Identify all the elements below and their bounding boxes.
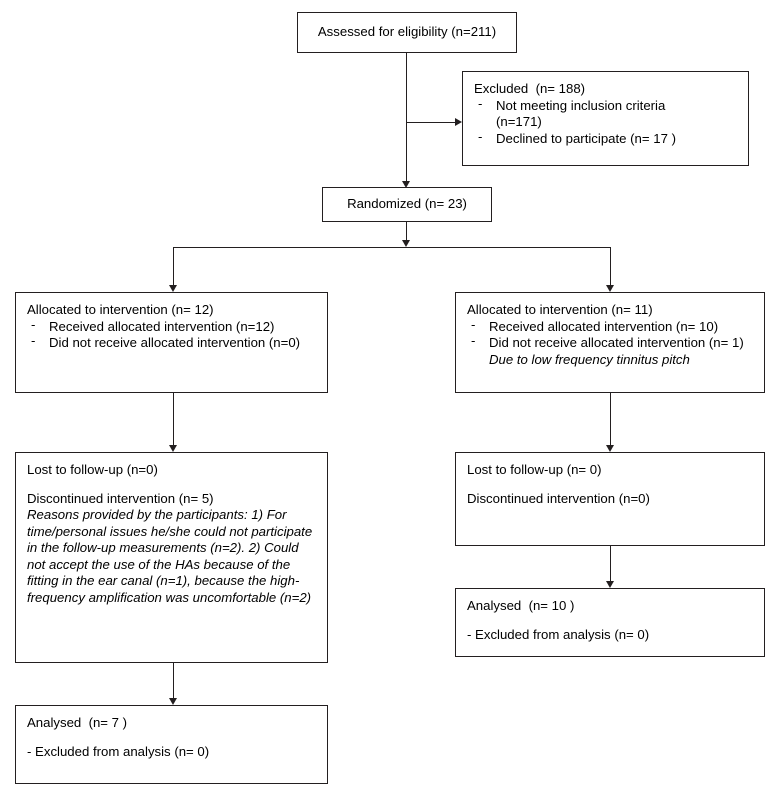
bullet-dash-icon: - — [478, 128, 483, 144]
analysed-right-spacer — [467, 615, 753, 627]
connector-to-excluded — [407, 122, 456, 123]
analysed-left-title: Analysed (n= 7 ) — [27, 715, 128, 730]
arrowhead-to-excluded — [455, 118, 462, 126]
arrowhead-right-followup — [606, 445, 614, 452]
bullet-dash-icon: - — [471, 333, 476, 348]
node-followup-left: Lost to follow-up (n=0) Discontinued int… — [15, 452, 328, 663]
connector-left-followup-to-analysed — [173, 663, 174, 702]
node-analysed-right: Analysed (n= 10 ) - Excluded from analys… — [455, 588, 765, 657]
node-assessed-for-eligibility: Assessed for eligibility (n=211) — [297, 12, 517, 53]
node-randomized: Randomized (n= 23) — [322, 187, 492, 222]
excluded-title: Excluded (n= 188) — [474, 81, 586, 96]
connector-right-followup-to-analysed — [610, 546, 611, 585]
node-allocation-right: Allocated to intervention (n= 11) - Rece… — [455, 292, 765, 393]
excluded-list: - Not meeting inclusion criteria (n=171)… — [474, 95, 737, 148]
followup-right-spacer — [467, 479, 753, 491]
list-item: - Received allocated intervention (n= 10… — [467, 316, 753, 336]
bullet-dash-icon: - — [478, 95, 483, 111]
node-allocation-left: Allocated to intervention (n= 12) - Rece… — [15, 292, 328, 393]
allocation-right-item-2-note: Due to low frequency tinnitus pitch — [489, 351, 690, 367]
excluded-item-2: Declined to participate (n= 17 ) — [496, 130, 676, 146]
node-followup-right: Lost to follow-up (n= 0) Discontinued in… — [455, 452, 765, 546]
assessed-title: Assessed for eligibility (n=211) — [317, 24, 497, 40]
arrowhead-right-allocation — [606, 285, 614, 292]
connector-allocation-split-bar — [173, 247, 611, 248]
allocation-right-list: - Received allocated intervention (n= 10… — [467, 316, 753, 369]
list-item: - Not meeting inclusion criteria (n=171) — [474, 95, 737, 131]
allocation-left-list: - Received allocated intervention (n=12)… — [27, 316, 316, 352]
allocation-left-item-1: Received allocated intervention (n=12) — [49, 318, 275, 334]
allocation-left-title: Allocated to intervention (n= 12) — [27, 302, 214, 317]
list-item: - Declined to participate (n= 17 ) — [474, 128, 737, 148]
allocation-left-item-2: Did not receive allocated intervention (… — [49, 335, 301, 350]
list-item: - Did not receive allocated intervention… — [467, 333, 753, 368]
bullet-dash-icon: - — [471, 316, 476, 332]
excluded-item-1-sub: (n=171) — [496, 114, 542, 129]
connector-right-allocation-to-followup — [610, 393, 611, 449]
analysed-right-title: Analysed (n= 10 ) — [467, 598, 575, 613]
list-item: - Received allocated intervention (n=12) — [27, 316, 316, 336]
connector-split-to-right-allocation — [610, 247, 611, 289]
arrowhead-left-followup — [169, 445, 177, 452]
excluded-item-1: Not meeting inclusion criteria — [496, 97, 666, 113]
bullet-dash-icon: - — [31, 333, 36, 348]
followup-right-lost: Lost to follow-up (n= 0) — [467, 462, 602, 477]
connector-randomized-down — [406, 222, 407, 244]
connector-left-allocation-to-followup — [173, 393, 174, 449]
followup-left-reasons: Reasons provided by the participants: 1)… — [27, 507, 316, 605]
arrowhead-randomized-split — [402, 240, 410, 247]
arrowhead-left-analysed — [169, 698, 177, 705]
connector-split-to-left-allocation — [173, 247, 174, 289]
connector-assessed-to-randomized — [406, 53, 407, 185]
node-excluded: Excluded (n= 188) - Not meeting inclusio… — [462, 71, 749, 166]
node-analysed-left: Analysed (n= 7 ) - Excluded from analysi… — [15, 705, 328, 784]
list-item: - Did not receive allocated intervention… — [27, 333, 316, 352]
bullet-dash-icon: - — [31, 316, 36, 332]
analysed-left-excluded: - Excluded from analysis (n= 0) — [27, 743, 210, 759]
arrowhead-to-randomized — [402, 181, 410, 188]
arrowhead-left-allocation — [169, 285, 177, 292]
followup-left-spacer — [27, 479, 316, 491]
analysed-right-excluded: - Excluded from analysis (n= 0) — [467, 626, 650, 642]
followup-left-discontinued: Discontinued intervention (n= 5) — [27, 490, 214, 506]
allocation-right-item-2: Did not receive allocated intervention (… — [489, 335, 744, 350]
allocation-right-title: Allocated to intervention (n= 11) — [467, 302, 653, 317]
arrowhead-right-analysed — [606, 581, 614, 588]
followup-left-lost: Lost to follow-up (n=0) — [27, 462, 158, 477]
analysed-left-spacer — [27, 732, 316, 744]
randomized-title: Randomized (n= 23) — [347, 196, 467, 212]
allocation-right-item-1: Received allocated intervention (n= 10) — [489, 318, 719, 334]
followup-right-discontinued: Discontinued intervention (n=0) — [467, 490, 650, 506]
